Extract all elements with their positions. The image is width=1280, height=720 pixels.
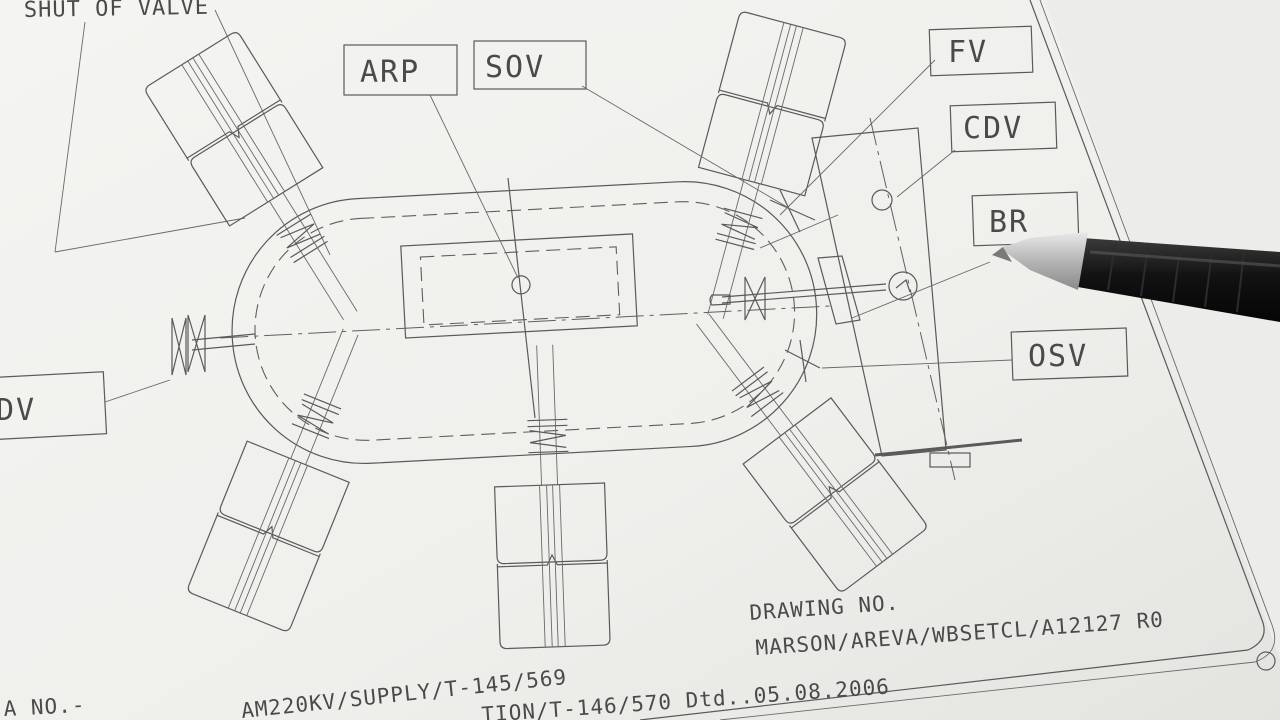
tank-body bbox=[220, 181, 830, 465]
leader-lines bbox=[104, 59, 1013, 403]
drain-valve-left bbox=[171, 314, 256, 376]
drawing-border bbox=[639, 0, 1276, 720]
title-left-fragment: A NO.- bbox=[3, 693, 86, 720]
svg-text:CDV: CDV bbox=[963, 111, 1023, 146]
label-sov: SOV bbox=[473, 40, 587, 90]
label-osv: OSV bbox=[1010, 327, 1129, 381]
tank-cover-plate bbox=[400, 233, 638, 339]
shut-of-valve-header: SHUT OF VALVE bbox=[24, 0, 210, 23]
label-br: BR bbox=[971, 191, 1080, 247]
label-arp: ARP bbox=[343, 44, 458, 96]
label-cdv: CDV bbox=[949, 101, 1058, 153]
conservator-frame bbox=[709, 117, 1023, 481]
label-fv: FV bbox=[928, 25, 1034, 77]
svg-text:BR: BR bbox=[989, 205, 1029, 240]
vertical-centerline bbox=[507, 177, 536, 419]
header-callout-lines bbox=[54, 9, 331, 256]
svg-text:OSV: OSV bbox=[1028, 339, 1088, 374]
label-dv-left: DV bbox=[0, 371, 108, 441]
svg-text:DV: DV bbox=[0, 393, 36, 428]
svg-text:FV: FV bbox=[948, 35, 988, 70]
svg-text:ARP: ARP bbox=[360, 55, 420, 90]
pen bbox=[992, 232, 1280, 322]
svg-text:SOV: SOV bbox=[485, 50, 545, 85]
